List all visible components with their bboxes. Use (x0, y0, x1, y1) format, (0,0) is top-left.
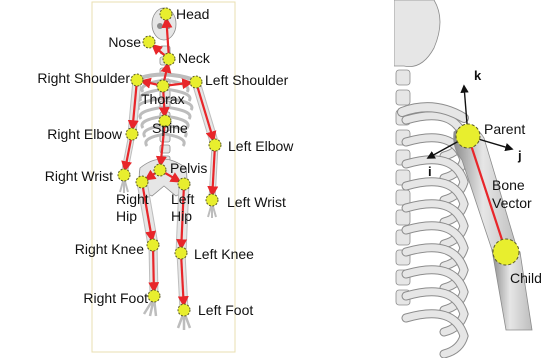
joint-label-right-wrist: Right Wrist (45, 168, 113, 184)
joint-label-right-shoulder: Right Shoulder (37, 70, 130, 86)
child-label: Child (510, 270, 542, 286)
joint-label-right-foot: Right Foot (83, 290, 148, 306)
vertebra-shape (396, 70, 410, 85)
parent-joint-marker (456, 124, 480, 148)
joint-marker (206, 194, 218, 206)
joint-marker (148, 290, 160, 302)
joint-label-spine: Spine (152, 120, 188, 136)
vertebra-shape (396, 210, 410, 225)
bone-arrow (196, 82, 214, 140)
bone-arrow (153, 245, 154, 291)
joint-label-head: Head (176, 6, 209, 22)
joint-marker (178, 304, 190, 316)
joint-marker (126, 128, 138, 140)
joint-marker (163, 53, 175, 65)
eye-socket-shape (157, 23, 163, 29)
i-axis-label: i (428, 164, 432, 179)
parent-label: Parent (484, 121, 525, 137)
joint-marker (160, 8, 172, 20)
j-axis-label: j (517, 148, 522, 163)
joint-marker (143, 36, 155, 48)
joint-label-neck: Neck (178, 50, 211, 66)
joint-marker (147, 239, 159, 251)
joint-label-nose: Nose (108, 34, 141, 50)
joint-marker (131, 74, 143, 86)
joint-label-left-elbow: Left Elbow (228, 138, 294, 154)
joint-marker (136, 176, 148, 188)
joint-label-left-wrist: Left Wrist (227, 194, 286, 210)
skull-fragment-shape (394, 0, 440, 67)
joint-marker (118, 169, 130, 181)
k-axis-label: k (474, 68, 482, 83)
joint-label-pelvis: Pelvis (170, 160, 207, 176)
vertebra-shape (396, 90, 410, 105)
joint-label-thorax: Thorax (141, 91, 185, 107)
joint-label-right-knee: Right Knee (75, 241, 144, 257)
joint-marker (175, 247, 187, 259)
joint-label-left-shoulder: Left Shoulder (205, 72, 289, 88)
joint-marker (154, 164, 166, 176)
joint-label-left-knee: Left Knee (194, 246, 254, 262)
vertebra-shape (396, 190, 410, 205)
joint-marker (190, 76, 202, 88)
joint-marker (178, 178, 190, 190)
joint-label-left-foot: Left Foot (198, 302, 253, 318)
joint-label-right-elbow: Right Elbow (47, 126, 123, 142)
child-joint-marker (493, 239, 519, 265)
joint-marker (209, 139, 221, 151)
